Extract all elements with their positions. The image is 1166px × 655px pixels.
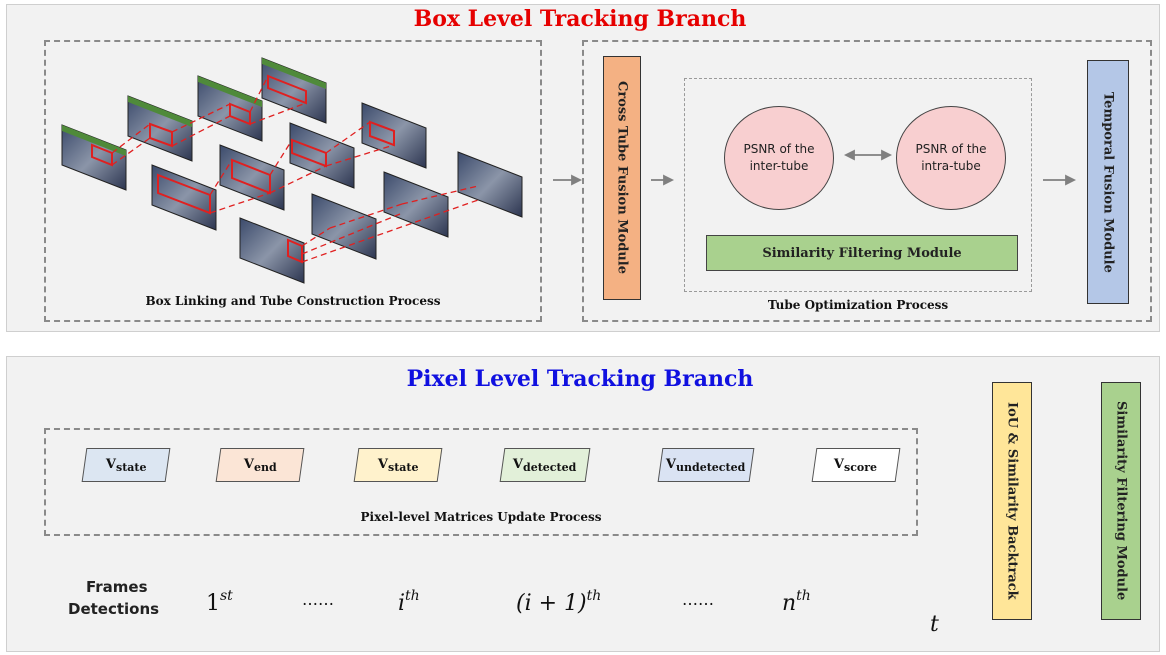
psnr-region — [684, 78, 1032, 292]
box-link-lines — [111, 75, 479, 263]
cross-tube-fusion-module: Cross Tube Fusion Module — [603, 56, 641, 300]
matrix-v-state-1: Vstate — [81, 448, 171, 482]
matrix-v-end: Vend — [215, 448, 305, 482]
matrices-update-region — [44, 428, 918, 536]
matrix-v-score: Vscore — [811, 448, 901, 482]
tick-first: 1st — [206, 588, 233, 616]
matrix-v-state-2: Vstate — [353, 448, 443, 482]
detections-label: Detections — [68, 600, 160, 618]
tube-optimization-region — [582, 40, 1152, 322]
pixel-branch-title: Pixel Level Tracking Branch — [406, 366, 754, 392]
tick-i-plus-1-th: (i + 1)th — [516, 588, 602, 616]
frames-label: Frames — [86, 578, 148, 596]
iou-similarity-backtrack: IoU & Similarity Backtrack — [992, 382, 1032, 620]
matrix-v-detected: Vdetected — [499, 448, 591, 482]
tick-ellipsis-1: …… — [302, 590, 334, 609]
box-branch-title: Box Level Tracking Branch — [413, 6, 747, 32]
temporal-fusion-module: Temporal Fusion Module — [1087, 60, 1129, 304]
time-axis-label: t — [930, 612, 939, 637]
tick-ith: ith — [398, 588, 420, 616]
optimization-caption: Tube Optimization Process — [767, 298, 949, 312]
similarity-filtering-module-vertical: Similarity Filtering Module — [1101, 382, 1141, 620]
tick-ellipsis-2: …… — [682, 590, 714, 609]
matrices-caption: Pixel-level Matrices Update Process — [360, 510, 602, 524]
matrix-v-undetected: Vundetected — [657, 448, 755, 482]
box-linking-region — [44, 40, 542, 322]
video-frame-set — [61, 57, 523, 284]
tick-nth: nth — [782, 588, 811, 616]
pixel-level-panel — [6, 356, 1160, 652]
similarity-filtering-module-box: Similarity Filtering Module — [706, 235, 1018, 271]
linking-caption: Box Linking and Tube Construction Proces… — [145, 294, 441, 308]
